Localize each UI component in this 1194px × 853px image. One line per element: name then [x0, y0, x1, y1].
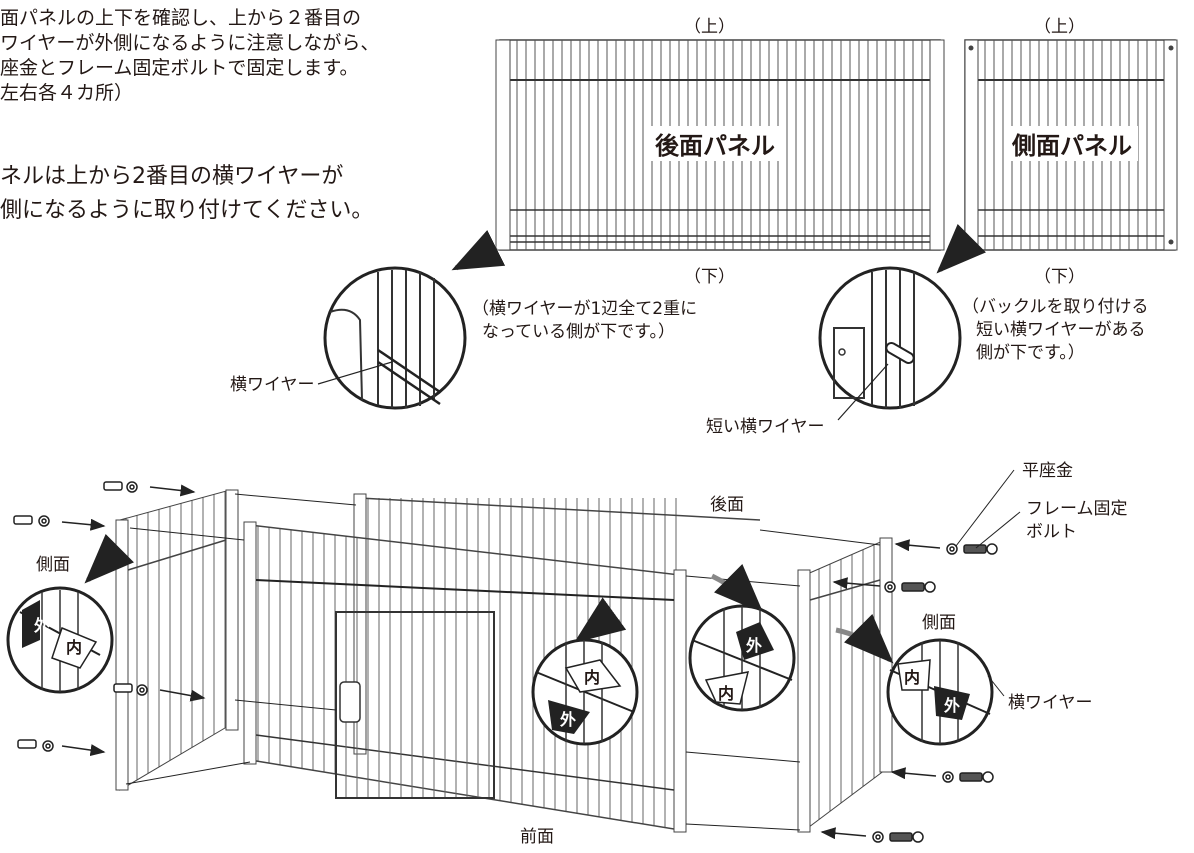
detail-circle-right [886, 638, 994, 746]
instruction-note-1: ネルは上から2番目の横ワイヤーが [0, 164, 344, 189]
horizontal-wire-label: 横ワイヤー [1008, 693, 1093, 713]
rear-panel-top-label: （上） [684, 17, 735, 37]
rear-panel-bottom-label: （下） [684, 267, 735, 287]
short-wire-callout: 短い横ワイヤー [706, 417, 825, 437]
left-side-panel-assembly [115, 489, 239, 791]
mark-in-rear: 内 [718, 684, 735, 703]
mark-out-rear: 外 [746, 636, 763, 655]
mark-in-right: 内 [904, 668, 921, 687]
front-label: 前面 [520, 827, 554, 847]
side-panel-note: （バックルを取り付ける 短い横ワイヤーがある 側が下です。） [962, 296, 1149, 365]
side-detail-circle [818, 266, 962, 421]
bolt-label-2: ボルト [1026, 521, 1077, 542]
side-panel-top-label: （上） [1034, 17, 1085, 37]
side-panel-note-3: 側が下です。） [976, 342, 1085, 363]
side-left-label: 側面 [36, 555, 70, 575]
instruction-line-1: 面パネルの上下を確認し、上から２番目の [0, 7, 362, 29]
rear-panel-drawing [495, 39, 945, 251]
side-panel-name: 側面パネル [1006, 126, 1138, 161]
bolt-set-left [13, 481, 148, 752]
instruction-line-2: ワイヤーが外側になるように注意しながら、 [0, 32, 380, 55]
mark-out-right: 外 [944, 696, 961, 715]
side-panel-note-1: （バックルを取り付ける [962, 297, 1149, 317]
right-side-panel-assembly [797, 537, 893, 833]
bolt-label-1: フレーム固定 [1026, 499, 1128, 519]
back-label: 後面 [710, 495, 744, 515]
rear-panel-note: （横ワイヤーが1辺全て2重に なっている側が下です。） [472, 298, 697, 344]
detail-circle-left [6, 586, 114, 694]
rear-panel-name: 後面パネル [649, 126, 781, 161]
instruction-note: ネルは上から2番目の横ワイヤーが 側になるように取り付けてください。 [0, 160, 373, 228]
front-panel-assembly [243, 521, 687, 833]
mark-out-front: 外 [560, 710, 577, 729]
rear-detail-circle [317, 266, 467, 410]
instruction-text: 面パネルの上下を確認し、上から２番目の ワイヤーが外側になるように注意しながら、… [0, 6, 379, 106]
bolt-set-right [872, 543, 998, 843]
bolt-label: フレーム固定 ボルト [1026, 498, 1128, 544]
side-panel-note-2: 短い横ワイヤーがある [976, 319, 1146, 340]
rear-wire-callout: 横ワイヤー [230, 375, 315, 395]
mark-in-front: 内 [584, 668, 601, 687]
mark-out-left: 外 [34, 616, 51, 635]
instruction-note-2: 側になるように取り付けてください。 [0, 198, 374, 224]
side-right-label: 側面 [922, 613, 956, 633]
mark-in-left: 内 [66, 638, 83, 657]
instruction-line-3: 座金とフレーム固定ボルトで固定します。 [0, 57, 359, 80]
rear-panel-note-2: なっている側が下です。） [482, 321, 675, 342]
washer-label: 平座金 [1022, 461, 1073, 481]
detail-circle-rear-right [688, 604, 796, 712]
instruction-line-4: 左右各４カ所） [0, 82, 134, 105]
rear-panel-note-1: （横ワイヤーが1辺全て2重に [472, 299, 698, 319]
detail-circle-front [531, 638, 639, 746]
side-panel-bottom-label: （下） [1034, 267, 1085, 287]
